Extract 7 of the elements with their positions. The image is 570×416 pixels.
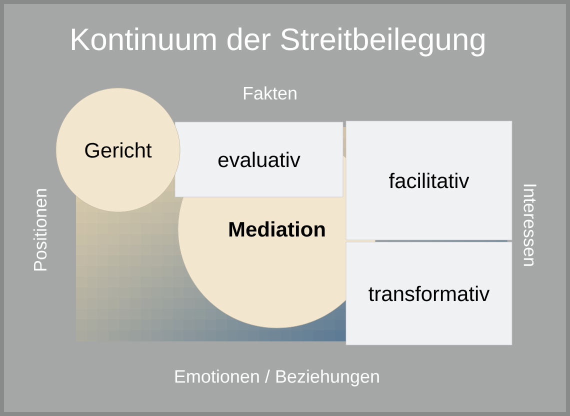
title: Kontinuum der Streitbeilegung bbox=[72, 28, 484, 56]
axis-label: Emotionen / Beziehungen bbox=[175, 370, 379, 386]
axis-label: Positionen bbox=[33, 189, 47, 271]
axis-label: Fakten bbox=[244, 86, 296, 100]
axis-label: Interessen bbox=[524, 184, 536, 266]
evaluativ-box: evaluativ bbox=[174, 122, 344, 198]
style-box: facilitativ bbox=[346, 120, 512, 240]
